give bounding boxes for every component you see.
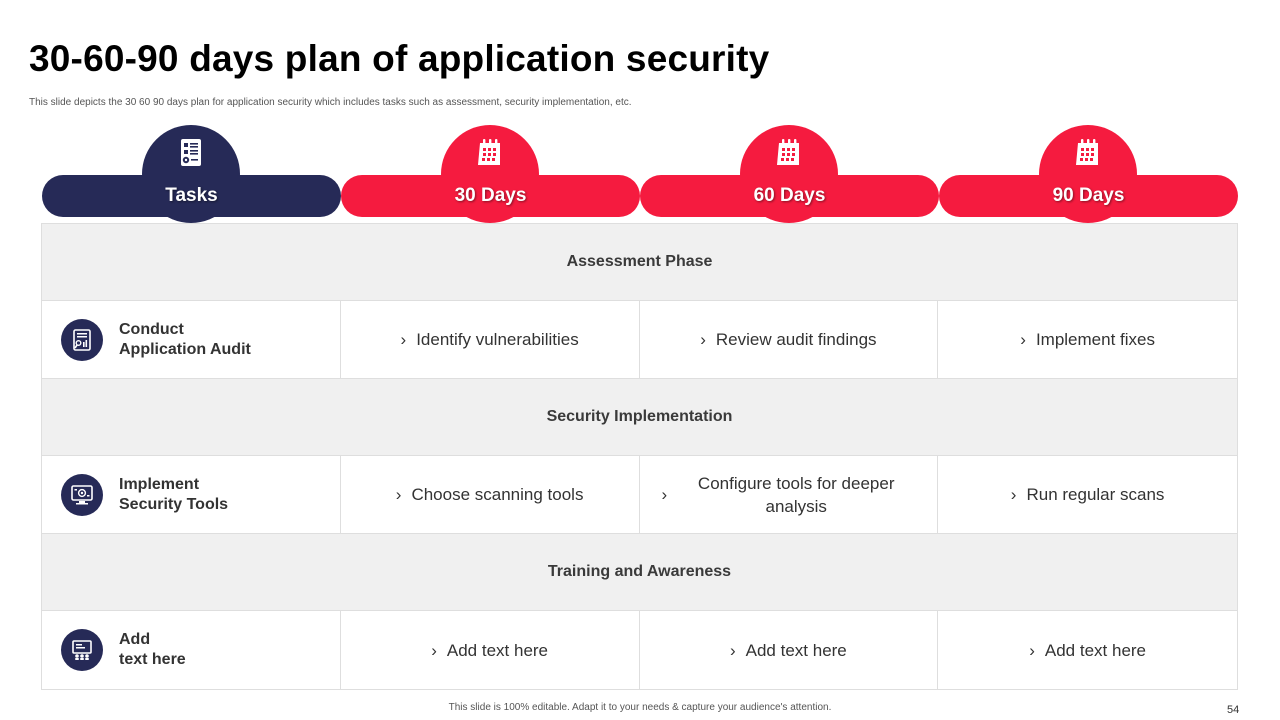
header-label-90-days: 90 Days	[1052, 185, 1125, 206]
plan-cell-30-days: › Choose scanning tools	[341, 456, 640, 533]
slide-footer: This slide is 100% editable. Adapt it to…	[448, 702, 832, 713]
header-col-60-days: 60 Days	[640, 125, 939, 223]
plan-cell-60-days: › Review audit findings	[640, 301, 939, 378]
header-col-90-days: 90 Days	[939, 125, 1238, 223]
plan-cell-90-days: › Run regular scans	[938, 456, 1237, 533]
header-label-60-days: 60 Days	[753, 185, 826, 206]
calendar-icon	[1076, 139, 1098, 165]
chevron-right-icon: ›	[729, 640, 736, 660]
phase-header-training: Training and Awareness	[42, 534, 1237, 611]
task-label: Implement Security Tools	[119, 475, 229, 513]
chevron-right-icon: ›	[1020, 330, 1026, 349]
header-bar: Tasks	[42, 175, 341, 217]
header-bar: 60 Days	[640, 175, 939, 217]
chevron-right-icon: ›	[1029, 640, 1035, 660]
cell-text: Add text here	[446, 640, 549, 660]
task-cell: Conduct Application Audit	[42, 301, 341, 378]
cell-text: Run regular scans	[1026, 485, 1165, 504]
table-row: Add text here › Add text here › Add text…	[42, 611, 1237, 689]
header-bar: 90 Days	[939, 175, 1238, 217]
plan-cell-60-days: › Add text here	[640, 611, 939, 689]
plan-cell-60-days: › Configure tools for deeper analysis	[640, 456, 939, 533]
cell-text: Choose scanning tools	[411, 485, 584, 504]
cell-text: Configure tools for deeper analysis	[697, 473, 895, 516]
chevron-right-icon: ›	[395, 485, 402, 504]
chevron-right-icon: ›	[400, 330, 407, 349]
slide-title: 30-60-90 days plan of application securi…	[29, 38, 770, 79]
cell-text: Add text here	[1044, 640, 1147, 660]
task-label: Add text here	[119, 631, 186, 668]
header-bar: 30 Days	[341, 175, 640, 217]
header-label-tasks: Tasks	[165, 185, 218, 206]
task-label: Conduct Application Audit	[119, 320, 251, 358]
slide-subtitle: This slide depicts the 30 60 90 days pla…	[29, 97, 632, 108]
cell-text: Implement fixes	[1035, 330, 1155, 349]
cell-text: Review audit findings	[715, 330, 877, 349]
training-board-icon	[61, 629, 103, 671]
header-col-tasks: Tasks	[42, 125, 341, 223]
header-col-30-days: 30 Days	[341, 125, 640, 223]
plan-cell-30-days: › Identify vulnerabilities	[341, 301, 640, 378]
chevron-right-icon: ›	[1010, 485, 1017, 504]
calendar-icon	[478, 139, 500, 165]
plan-table: Assessment Phase Conduct Application Aud…	[41, 223, 1238, 690]
table-row: Implement Security Tools › Choose scanni…	[42, 456, 1237, 534]
phase-header-assessment: Assessment Phase	[42, 224, 1237, 301]
calendar-icon	[777, 139, 799, 165]
task-cell: Add text here	[42, 611, 341, 689]
plan-header: Tasks 30 Days	[42, 125, 1238, 223]
chevron-right-icon: ›	[661, 485, 668, 504]
chevron-right-icon: ›	[700, 330, 706, 349]
plan-cell-30-days: › Add text here	[341, 611, 640, 689]
header-label-30-days: 30 Days	[454, 185, 527, 206]
cell-text: Identify vulnerabilities	[416, 330, 579, 349]
chevron-right-icon: ›	[431, 640, 437, 660]
task-cell: Implement Security Tools	[42, 456, 341, 533]
cell-text: Add text here	[745, 640, 847, 660]
table-row: Conduct Application Audit › Identify vul…	[42, 301, 1237, 379]
audit-report-icon	[61, 318, 103, 361]
document-gear-icon	[181, 139, 201, 166]
phase-header-security-implementation: Security Implementation	[42, 379, 1237, 456]
plan-cell-90-days: › Implement fixes	[938, 301, 1237, 378]
plan-cell-90-days: › Add text here	[938, 611, 1237, 689]
monitor-security-icon	[61, 473, 103, 516]
page-number: 54	[1227, 704, 1240, 716]
